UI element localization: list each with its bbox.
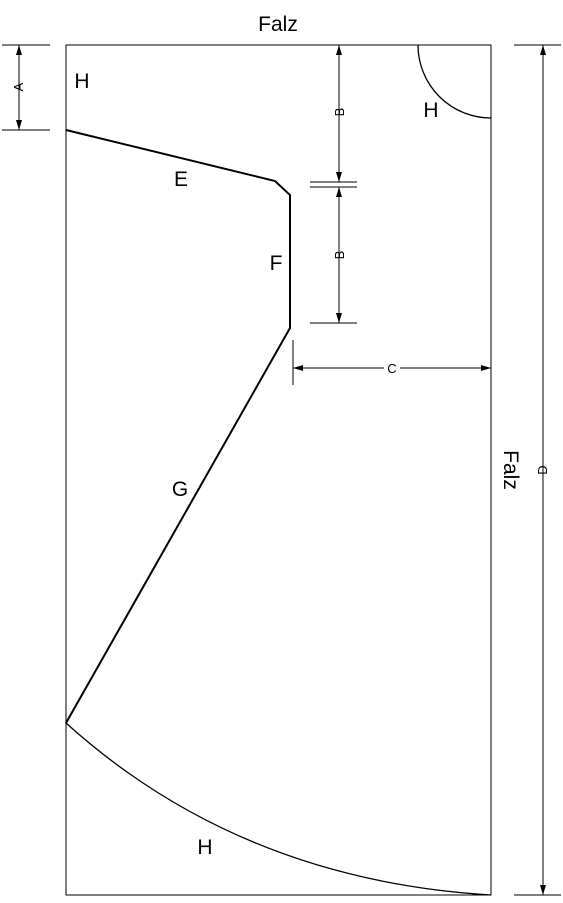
dimension-b-upper-label: B (332, 108, 347, 117)
dimension-a (2, 44, 50, 131)
dimension-c-label: C (387, 361, 396, 376)
dimension-b-lower (310, 187, 357, 324)
hem-curve (65, 722, 492, 896)
cut-line-shoulder-armhole-side (65, 129, 291, 724)
pattern-outline (65, 44, 492, 896)
fold-label-top: Falz (258, 13, 298, 36)
piece-label-h-top-left: H (74, 70, 89, 93)
dimension-c-label-bg (384, 360, 400, 376)
dimension-d (514, 44, 561, 896)
fold-label-right: Falz (499, 450, 522, 490)
piece-label-f: F (270, 252, 283, 275)
piece-label-h-top-right: H (423, 99, 438, 122)
dimension-b-upper (310, 45, 357, 188)
dimension-a-label: A (11, 82, 26, 91)
piece-label-h-bottom: H (197, 836, 212, 859)
piece-label-g: G (172, 478, 188, 501)
dimension-d-label: D (535, 465, 550, 474)
dimension-b-lower-label: B (332, 251, 347, 260)
neckline-curve (417, 44, 492, 119)
piece-label-e: E (174, 168, 188, 191)
